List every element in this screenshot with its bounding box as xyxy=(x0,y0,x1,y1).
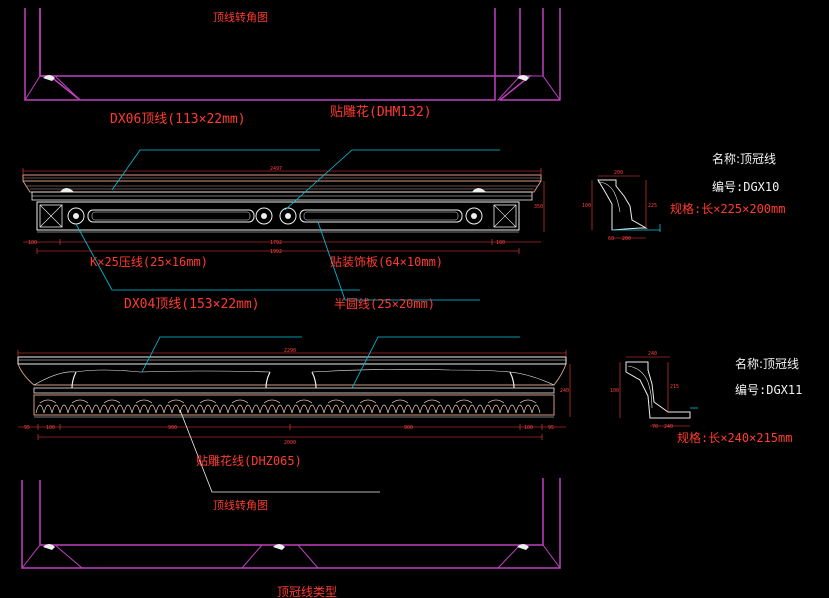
dgx10-code: 编号:DGX10 xyxy=(712,180,780,194)
lower-leaders-white xyxy=(179,409,380,493)
lower-dim-left: 95 xyxy=(24,425,31,431)
label-corner-top: 顶线转角图 xyxy=(213,11,268,24)
upper-dim-right: 100 xyxy=(496,240,506,246)
dgx11-dim-right: 215 xyxy=(670,384,680,390)
dgx10-spec: 规格:长×225×200mm xyxy=(670,202,786,216)
dgx11-dim-top: 240 xyxy=(648,351,658,357)
dgx10-dim-foot: 60 xyxy=(608,236,615,242)
upper-dimensions xyxy=(22,168,545,254)
upper-dim-total: 1992 xyxy=(270,249,283,255)
dgx11-code: 编号:DGX11 xyxy=(735,383,803,397)
lower-leaders xyxy=(141,336,520,389)
label-k25: K×25压线(25×16mm) xyxy=(90,255,208,269)
dgx10-dim-right: 225 xyxy=(648,203,658,209)
label-corner-bottom: 顶线转角图 xyxy=(213,499,268,512)
dgx10-name: 名称:顶冠线 xyxy=(712,152,777,166)
upper-dim-overall: 2497 xyxy=(270,166,283,172)
dgx10-dim-top: 200 xyxy=(614,170,624,176)
dgx11-spec: 规格:长×240×215mm xyxy=(677,431,793,445)
lower-dim-seg4: 100 xyxy=(524,425,534,431)
dgx11-dim-left: 100 xyxy=(610,388,620,394)
label-dhm132: 贴雕花(DHM132) xyxy=(330,105,432,120)
upper-dim-middle: 1792 xyxy=(270,240,283,246)
label-bottom-title: 顶冠线类型 xyxy=(277,585,338,598)
label-half-round: 半圆线(25×20mm) xyxy=(334,297,436,311)
label-dx06: DX06顶线(113×22mm) xyxy=(110,112,246,127)
lower-dim-seg1: 100 xyxy=(46,425,56,431)
label-dhz065: 贴雕花线(DHZ065) xyxy=(196,454,302,468)
upper-dim-height: 350 xyxy=(534,204,544,210)
dgx11-dim-foot: 70 xyxy=(652,424,659,430)
lower-dim-seg2: 900 xyxy=(168,425,178,431)
lower-dim-height: 240 xyxy=(560,388,570,394)
dgx11-dim-bottom: 240 xyxy=(664,424,674,430)
label-tie-board: 贴装饰板(64×10mm) xyxy=(330,255,444,269)
label-dx04: DX04顶线(153×22mm) xyxy=(124,297,260,312)
dgx11-name: 名称:顶冠线 xyxy=(735,357,800,371)
lower-dim-right: 95 xyxy=(548,425,555,431)
lower-dim-overall: 2290 xyxy=(284,348,297,354)
dgx10-dim-bottom: 200 xyxy=(622,236,632,242)
top-corner-details xyxy=(43,75,529,81)
profile-dgx11 xyxy=(619,356,698,427)
upper-dim-left: 100 xyxy=(28,240,38,246)
lower-elevation xyxy=(17,356,567,418)
carved-leaf-band xyxy=(35,399,541,414)
dgx10-dim-left: 100 xyxy=(582,203,592,209)
bottom-corner-frame xyxy=(20,478,561,569)
top-corner-frame xyxy=(24,8,561,101)
profile-dgx10 xyxy=(591,175,661,239)
lower-dim-total: 2000 xyxy=(284,440,297,446)
upper-elevation xyxy=(22,174,542,233)
lower-dimensions xyxy=(17,350,571,440)
bottom-corner-details xyxy=(43,544,529,550)
upper-leaders xyxy=(75,149,500,301)
lower-dim-seg3: 900 xyxy=(404,425,414,431)
